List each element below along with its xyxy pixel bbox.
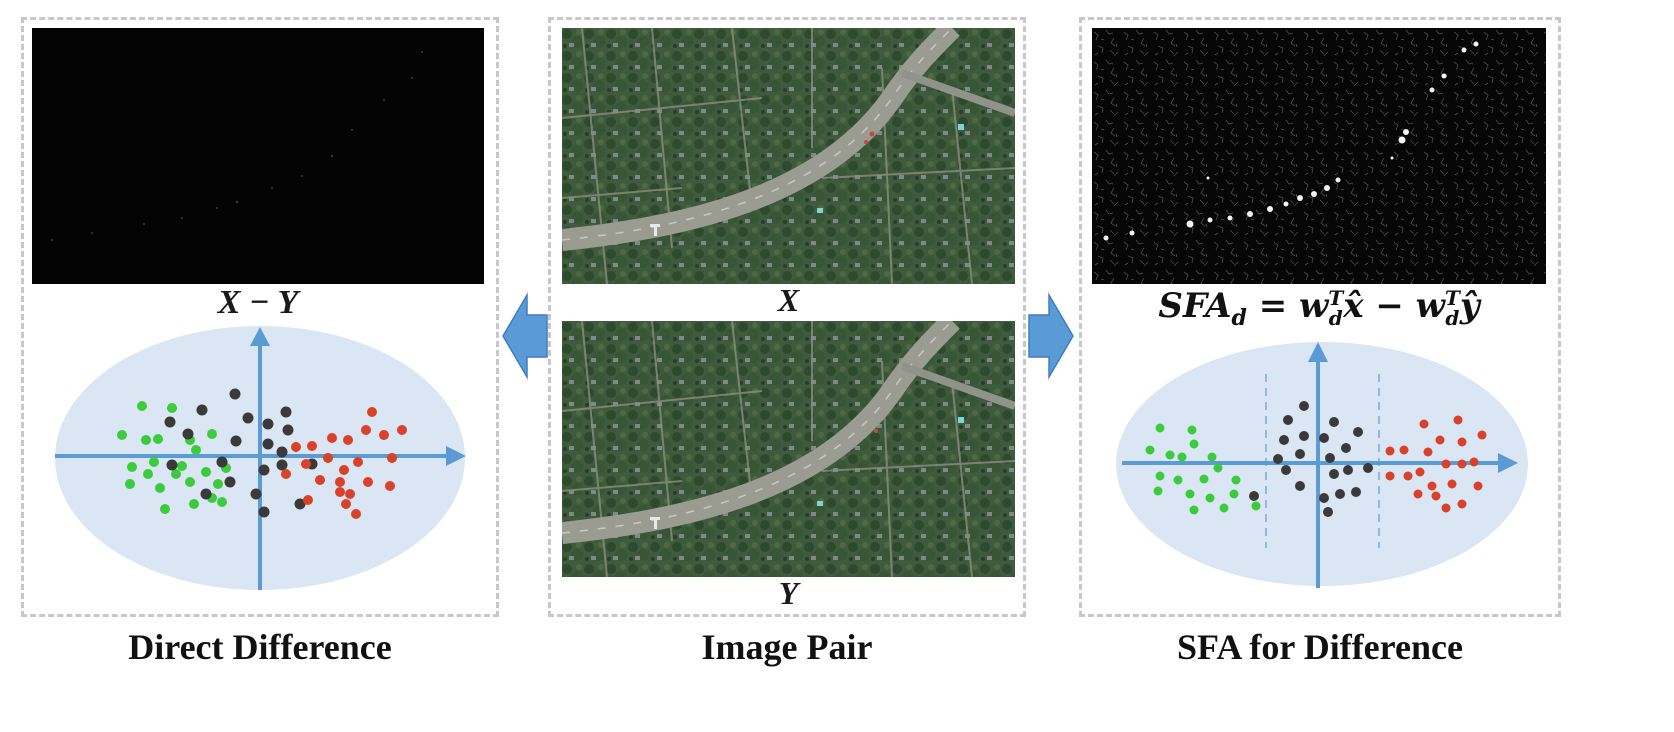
image-x-caption: X (777, 282, 800, 318)
y-axis-arrowhead (1308, 342, 1328, 362)
eq-w1-sub: d (1328, 306, 1343, 330)
direct-difference-title: Direct Difference (128, 627, 392, 667)
eq-w1-sup: T (1328, 286, 1344, 310)
x-axis-arrowhead (446, 446, 466, 466)
green-points (117, 401, 231, 514)
direct-difference-panel (21, 17, 499, 617)
right-arrow-icon (1028, 292, 1074, 380)
red-points (281, 407, 407, 519)
eq-w2: w (1415, 286, 1445, 326)
difference-image (32, 28, 484, 284)
green-points (1145, 423, 1261, 515)
x-axis-arrowhead (1498, 453, 1518, 473)
left-arrow-icon (502, 292, 548, 380)
eq-lhs-sub: d (1231, 304, 1247, 331)
change-spots (1103, 41, 1479, 241)
eq-w2-sub: d (1445, 306, 1460, 330)
eq-lhs: SFA (1158, 286, 1232, 326)
eq-w1: w (1299, 286, 1329, 326)
aerial-image-y (562, 321, 1015, 577)
red-points (1385, 415, 1487, 513)
difference-image-speckle (51, 51, 423, 241)
axes (1122, 360, 1504, 588)
sfa-difference-scatter (1116, 342, 1528, 588)
eq-x-hat: x̂ (1343, 286, 1364, 326)
y-axis-arrowhead (250, 327, 270, 346)
eq-y-hat: ŷ (1459, 286, 1480, 326)
sfa-difference-image (1092, 28, 1546, 284)
image-pair-title: Image Pair (701, 627, 873, 667)
aerial-image-x (562, 28, 1015, 284)
image-y-caption: Y (778, 575, 799, 611)
eq-minus: − (1363, 286, 1416, 326)
sfa-difference-title: SFA for Difference (1177, 627, 1463, 667)
axes (55, 340, 452, 590)
eq-equals: = (1246, 286, 1300, 326)
sfa-difference-panel (1079, 17, 1561, 617)
gray-points (1249, 401, 1373, 517)
direct-difference-scatter (55, 326, 466, 590)
eq-w2-sup: T (1444, 286, 1460, 310)
image-pair-panel (548, 17, 1026, 617)
difference-image-caption: X − Y (217, 284, 299, 321)
